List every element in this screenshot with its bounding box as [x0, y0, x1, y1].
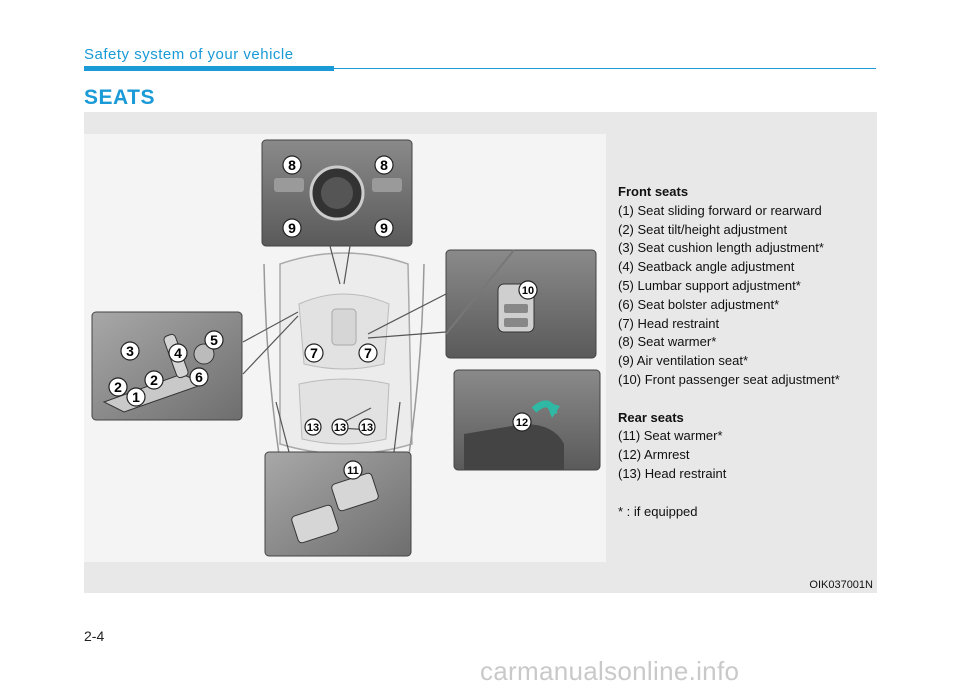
figure-code: OIK037001N — [809, 579, 873, 591]
watermark: carmanualsonline.info — [480, 656, 740, 686]
callout-10: 10 — [518, 280, 538, 300]
svg-text:9: 9 — [288, 220, 296, 236]
legend-item: (4) Seatback angle adjustment — [618, 259, 795, 275]
callout-8b: 8 — [374, 155, 394, 175]
legend-item: (9) Air ventilation seat* — [618, 353, 749, 369]
page-number: 2-4 — [84, 628, 105, 644]
svg-text:2: 2 — [150, 372, 158, 388]
rear-seats-heading: Rear seats — [618, 409, 684, 425]
legend-item: (1) Seat sliding forward or rearward — [618, 202, 822, 218]
callout-9b: 9 — [374, 218, 394, 238]
seats-illustration: 1 2 2 3 4 5 6 7 7 8 8 9 9 10 11 12 13 13… — [84, 134, 606, 562]
callout-13a: 13 — [304, 418, 322, 436]
figure-panel: 1 2 2 3 4 5 6 7 7 8 8 9 9 10 11 12 13 13… — [84, 112, 877, 593]
callout-13b: 13 — [331, 418, 349, 436]
connector-lines — [242, 245, 447, 453]
callout-7a: 7 — [304, 343, 324, 363]
svg-text:7: 7 — [364, 345, 372, 361]
callout-3: 3 — [120, 341, 140, 361]
callout-9a: 9 — [282, 218, 302, 238]
svg-text:8: 8 — [380, 157, 388, 173]
callout-11: 11 — [343, 460, 363, 480]
legend-spacer — [618, 390, 873, 409]
callout-7b: 7 — [358, 343, 378, 363]
svg-text:3: 3 — [126, 343, 134, 359]
svg-text:1: 1 — [132, 389, 140, 405]
inset-passenger-switch — [445, 249, 597, 359]
legend-item: (7) Head restraint — [618, 315, 720, 331]
legend-item: (3) Seat cushion length adjustment* — [618, 240, 824, 256]
legend-footnote: * : if equipped — [618, 503, 698, 519]
svg-text:13: 13 — [361, 422, 373, 434]
legend-item: (6) Seat bolster adjustment* — [618, 296, 780, 312]
svg-text:6: 6 — [195, 369, 203, 385]
callout-6: 6 — [189, 367, 209, 387]
svg-text:11: 11 — [347, 465, 359, 477]
seats-diagram: 1 2 2 3 4 5 6 7 7 8 8 9 9 10 11 12 13 13… — [91, 139, 601, 557]
header-accent-bar — [84, 66, 334, 71]
svg-text:9: 9 — [380, 220, 388, 236]
callout-8a: 8 — [282, 155, 302, 175]
svg-text:8: 8 — [288, 157, 296, 173]
running-header: Safety system of your vehicle — [84, 46, 294, 63]
legend-item: (13) Head restraint — [618, 465, 727, 481]
legend-item: (11) Seat warmer* — [618, 428, 723, 444]
svg-text:5: 5 — [210, 332, 218, 348]
callout-badges: 1 2 2 3 4 5 6 7 7 8 8 9 9 10 11 12 13 13… — [108, 155, 538, 480]
legend-item: (5) Lumbar support adjustment* — [618, 277, 801, 293]
svg-text:10: 10 — [522, 285, 534, 297]
legend-spacer — [618, 484, 873, 503]
svg-text:12: 12 — [516, 417, 528, 429]
legend-block: Front seats (1) Seat sliding forward or … — [618, 183, 873, 521]
callout-5: 5 — [204, 330, 224, 350]
section-title: SEATS — [84, 86, 155, 109]
svg-text:2: 2 — [114, 379, 122, 395]
callout-4: 4 — [168, 343, 188, 363]
header-rule — [334, 68, 876, 69]
svg-text:7: 7 — [310, 345, 318, 361]
legend-item: (10) Front passenger seat adjustment* — [618, 371, 840, 387]
front-seats-heading: Front seats — [618, 184, 689, 199]
callout-2a: 2 — [108, 377, 128, 397]
legend-item: (8) Seat warmer* — [618, 334, 717, 350]
svg-text:13: 13 — [334, 422, 346, 434]
callout-2b: 2 — [144, 370, 164, 390]
inset-rear-warmer — [264, 451, 412, 557]
legend-item: (12) Armrest — [618, 447, 690, 463]
callout-12: 12 — [512, 412, 532, 432]
svg-text:13: 13 — [307, 422, 319, 434]
callout-1: 1 — [126, 387, 146, 407]
inset-seat-controls — [91, 311, 243, 421]
legend-item: (2) Seat tilt/height adjustment — [618, 221, 788, 237]
svg-text:4: 4 — [174, 345, 182, 361]
callout-13c: 13 — [358, 418, 376, 436]
